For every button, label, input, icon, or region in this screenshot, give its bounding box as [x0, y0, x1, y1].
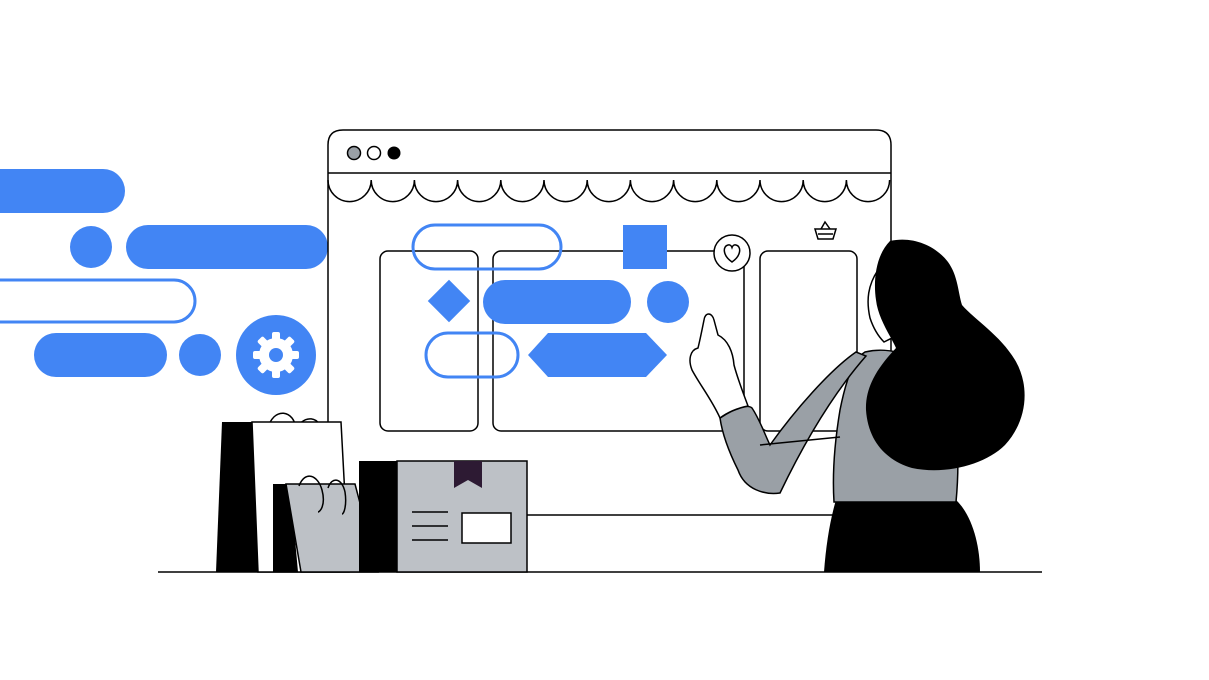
- box-side: [359, 461, 399, 572]
- person: [689, 239, 1025, 572]
- product-panel-center: [492, 250, 745, 432]
- outline-pill-top: [411, 223, 563, 271]
- dot-blue-2: [179, 334, 221, 376]
- blue-dot-center: [647, 281, 689, 323]
- blue-diamond: [427, 279, 471, 323]
- gear-icon: [236, 315, 316, 395]
- shopping-bags: [216, 412, 379, 573]
- dot-blue-1: [70, 226, 112, 268]
- pill-low: [34, 333, 167, 377]
- pill-top: [0, 169, 125, 213]
- person-skirt: [824, 500, 980, 572]
- product-panel-left: [379, 250, 479, 432]
- window-dot-gray: [346, 145, 362, 161]
- window-dot-white: [366, 145, 382, 161]
- window-dot-black: [387, 146, 401, 160]
- bag-small-handle: [298, 475, 325, 513]
- pill-mid: [126, 225, 328, 269]
- box-tape-tab: [454, 461, 482, 488]
- shopping-basket-icon[interactable]: [813, 220, 838, 240]
- bag-tall-black: [216, 422, 258, 572]
- person-hair: [865, 239, 1025, 471]
- box-label: [461, 512, 512, 544]
- shipping-box: [359, 460, 528, 573]
- outline-pill-lower: [424, 331, 520, 379]
- pill-outline: [0, 278, 197, 324]
- blue-square: [623, 225, 667, 269]
- browser-window: [327, 129, 892, 516]
- blue-hexagon: [528, 333, 667, 377]
- heart-icon[interactable]: [713, 234, 751, 272]
- awning-scallops: [327, 179, 891, 203]
- blue-pill-center: [483, 280, 631, 324]
- person-hand: [689, 313, 750, 420]
- bag-small-handle-2: [327, 479, 347, 515]
- floating-ui-elements: [0, 169, 328, 395]
